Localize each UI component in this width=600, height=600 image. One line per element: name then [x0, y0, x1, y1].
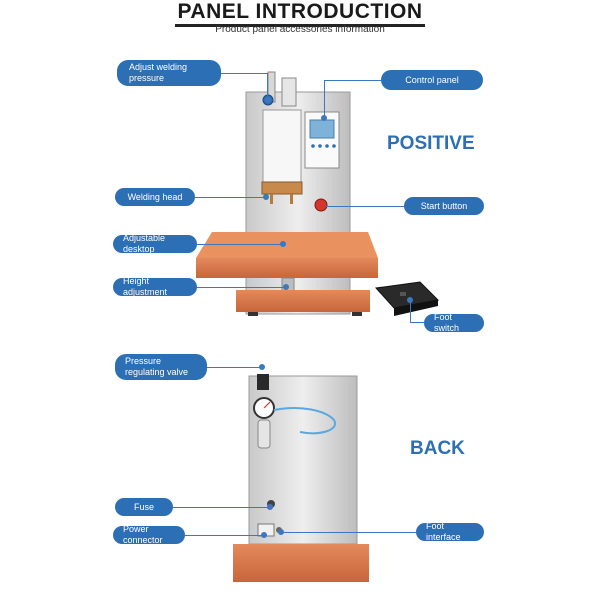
- leader-line: [410, 322, 424, 323]
- label-fuse: Fuse: [115, 498, 173, 516]
- back-machine: [233, 374, 369, 582]
- label-control-panel: Control panel: [381, 70, 483, 90]
- label-start-button: Start button: [404, 197, 484, 215]
- air-hose: [273, 407, 337, 435]
- filter-bowl: [257, 419, 271, 449]
- valve-knob: [257, 374, 269, 390]
- front-machine: [196, 71, 378, 316]
- leader-line: [324, 80, 381, 81]
- electrode: [270, 194, 273, 204]
- foot-switch-base: [394, 300, 438, 316]
- electrode: [290, 194, 293, 204]
- leader-line: [173, 507, 269, 508]
- leader-line: [197, 287, 285, 288]
- leader-line: [195, 197, 265, 198]
- label-pressure-valve: Pressure regulating valve: [115, 354, 207, 380]
- leader-line: [324, 80, 325, 118]
- panel-button-icon: [332, 144, 336, 148]
- start-button-icon: [314, 198, 328, 212]
- leader-dot: [280, 241, 286, 247]
- control-display: [309, 119, 335, 139]
- back-heading: BACK: [410, 438, 465, 459]
- foot: [248, 312, 258, 316]
- leader-line: [267, 73, 268, 100]
- leader-line: [197, 244, 283, 245]
- leader-line: [185, 535, 263, 536]
- foot-switch-detail: [400, 292, 406, 296]
- foot: [352, 312, 362, 316]
- leader-dot: [283, 284, 289, 290]
- page-title: PANEL INTRODUCTION: [0, 0, 600, 27]
- leader-line: [207, 367, 262, 368]
- label-adjust-pressure: Adjust welding pressure: [117, 60, 221, 86]
- cylinder-top: [281, 77, 297, 107]
- leader-line: [326, 206, 404, 207]
- electrode-holder: [261, 181, 303, 195]
- label-power-connector: Power connector: [113, 524, 185, 545]
- leader-dot: [278, 529, 284, 535]
- leader-dot: [259, 364, 265, 370]
- base-plate: [236, 290, 370, 312]
- page-subtitle: Product panel accessories information: [215, 24, 385, 35]
- leader-dot: [267, 504, 273, 510]
- leader-line: [410, 300, 411, 323]
- label-height-adjustment: Height adjustment: [113, 276, 197, 297]
- leader-dot: [321, 115, 327, 121]
- desktop-top: [196, 232, 378, 258]
- back-base: [233, 544, 369, 582]
- leader-line: [221, 73, 268, 74]
- label-adjustable-desktop: Adjustable desktop: [113, 233, 197, 254]
- panel-button-icon: [325, 144, 329, 148]
- panel-button-icon: [311, 144, 315, 148]
- leader-dot: [261, 532, 267, 538]
- leader-dot: [407, 297, 413, 303]
- label-foot-switch: Foot switch: [424, 312, 484, 333]
- positive-heading: POSITIVE: [387, 133, 475, 154]
- foot-switch-device: [374, 281, 440, 316]
- leader-dot: [263, 194, 269, 200]
- leader-dot: [265, 97, 271, 103]
- desktop-front: [196, 258, 378, 278]
- label-welding-head: Welding head: [115, 188, 195, 206]
- label-foot-interface: Foot interface: [416, 521, 484, 542]
- leader-line: [281, 532, 416, 533]
- welding-head-body: [262, 109, 302, 183]
- panel-button-icon: [318, 144, 322, 148]
